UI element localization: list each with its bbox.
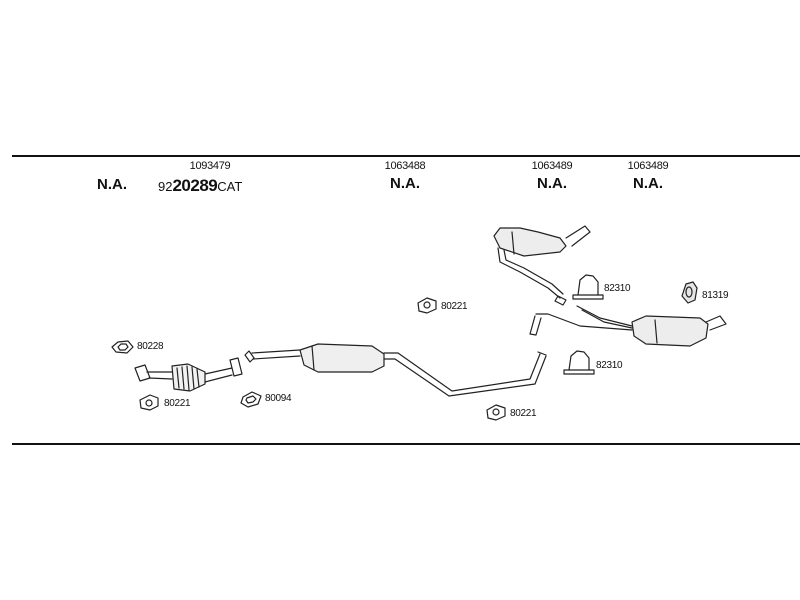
cat-code-prefix: 92 <box>158 179 173 194</box>
rear-muffler-upper-icon <box>493 225 591 306</box>
cat-code-suffix: CAT <box>217 179 243 194</box>
part-number: 1063489 <box>531 160 573 172</box>
rubber-hanger-label: 81319 <box>702 290 729 301</box>
na-status: N.A. <box>390 175 420 192</box>
clamp-label: 80221 <box>441 301 468 312</box>
column-header-rear-muffler-a: 1063489 N.A. <box>522 160 582 192</box>
u-clamp-label: 82310 <box>596 360 623 371</box>
u-clamp-icon <box>572 274 604 300</box>
column-header-first: N.A. <box>92 176 132 193</box>
u-clamp-icon <box>563 350 595 375</box>
cat-code-main: 20289 <box>172 176 218 195</box>
rubber-hanger-icon <box>681 281 698 304</box>
na-status: N.A. <box>537 175 567 192</box>
gasket-icon <box>240 391 262 408</box>
u-clamp-label: 82310 <box>604 283 631 294</box>
clamp-label: 80221 <box>510 408 537 419</box>
column-header-cat: 1093479 <box>180 160 240 172</box>
center-muffler-icon <box>299 343 385 373</box>
gasket-label: 80228 <box>137 341 164 352</box>
gasket-label: 80094 <box>265 393 292 404</box>
part-number: 1063488 <box>384 160 426 172</box>
clamp-label: 80221 <box>164 398 191 409</box>
catalytic-converter-code: 9220289CAT <box>158 176 242 196</box>
gasket-icon <box>111 340 134 354</box>
na-status: N.A. <box>633 175 663 192</box>
bottom-divider-line <box>12 443 800 445</box>
connecting-pipe-icon <box>383 351 547 397</box>
part-number: 1093479 <box>189 160 231 172</box>
column-header-center-muffler: 1063488 N.A. <box>375 160 435 192</box>
clamp-icon <box>139 394 159 411</box>
column-header-rear-muffler-b: 1063489 N.A. <box>618 160 678 192</box>
clamp-icon <box>486 404 506 421</box>
rear-muffler-lower-icon <box>529 305 727 347</box>
part-number: 1063489 <box>627 160 669 172</box>
na-status: N.A. <box>97 176 127 193</box>
intermediate-pipe-icon <box>244 349 301 363</box>
catalytic-converter-icon <box>134 357 243 392</box>
top-divider-line <box>12 155 800 157</box>
clamp-icon <box>417 297 437 314</box>
